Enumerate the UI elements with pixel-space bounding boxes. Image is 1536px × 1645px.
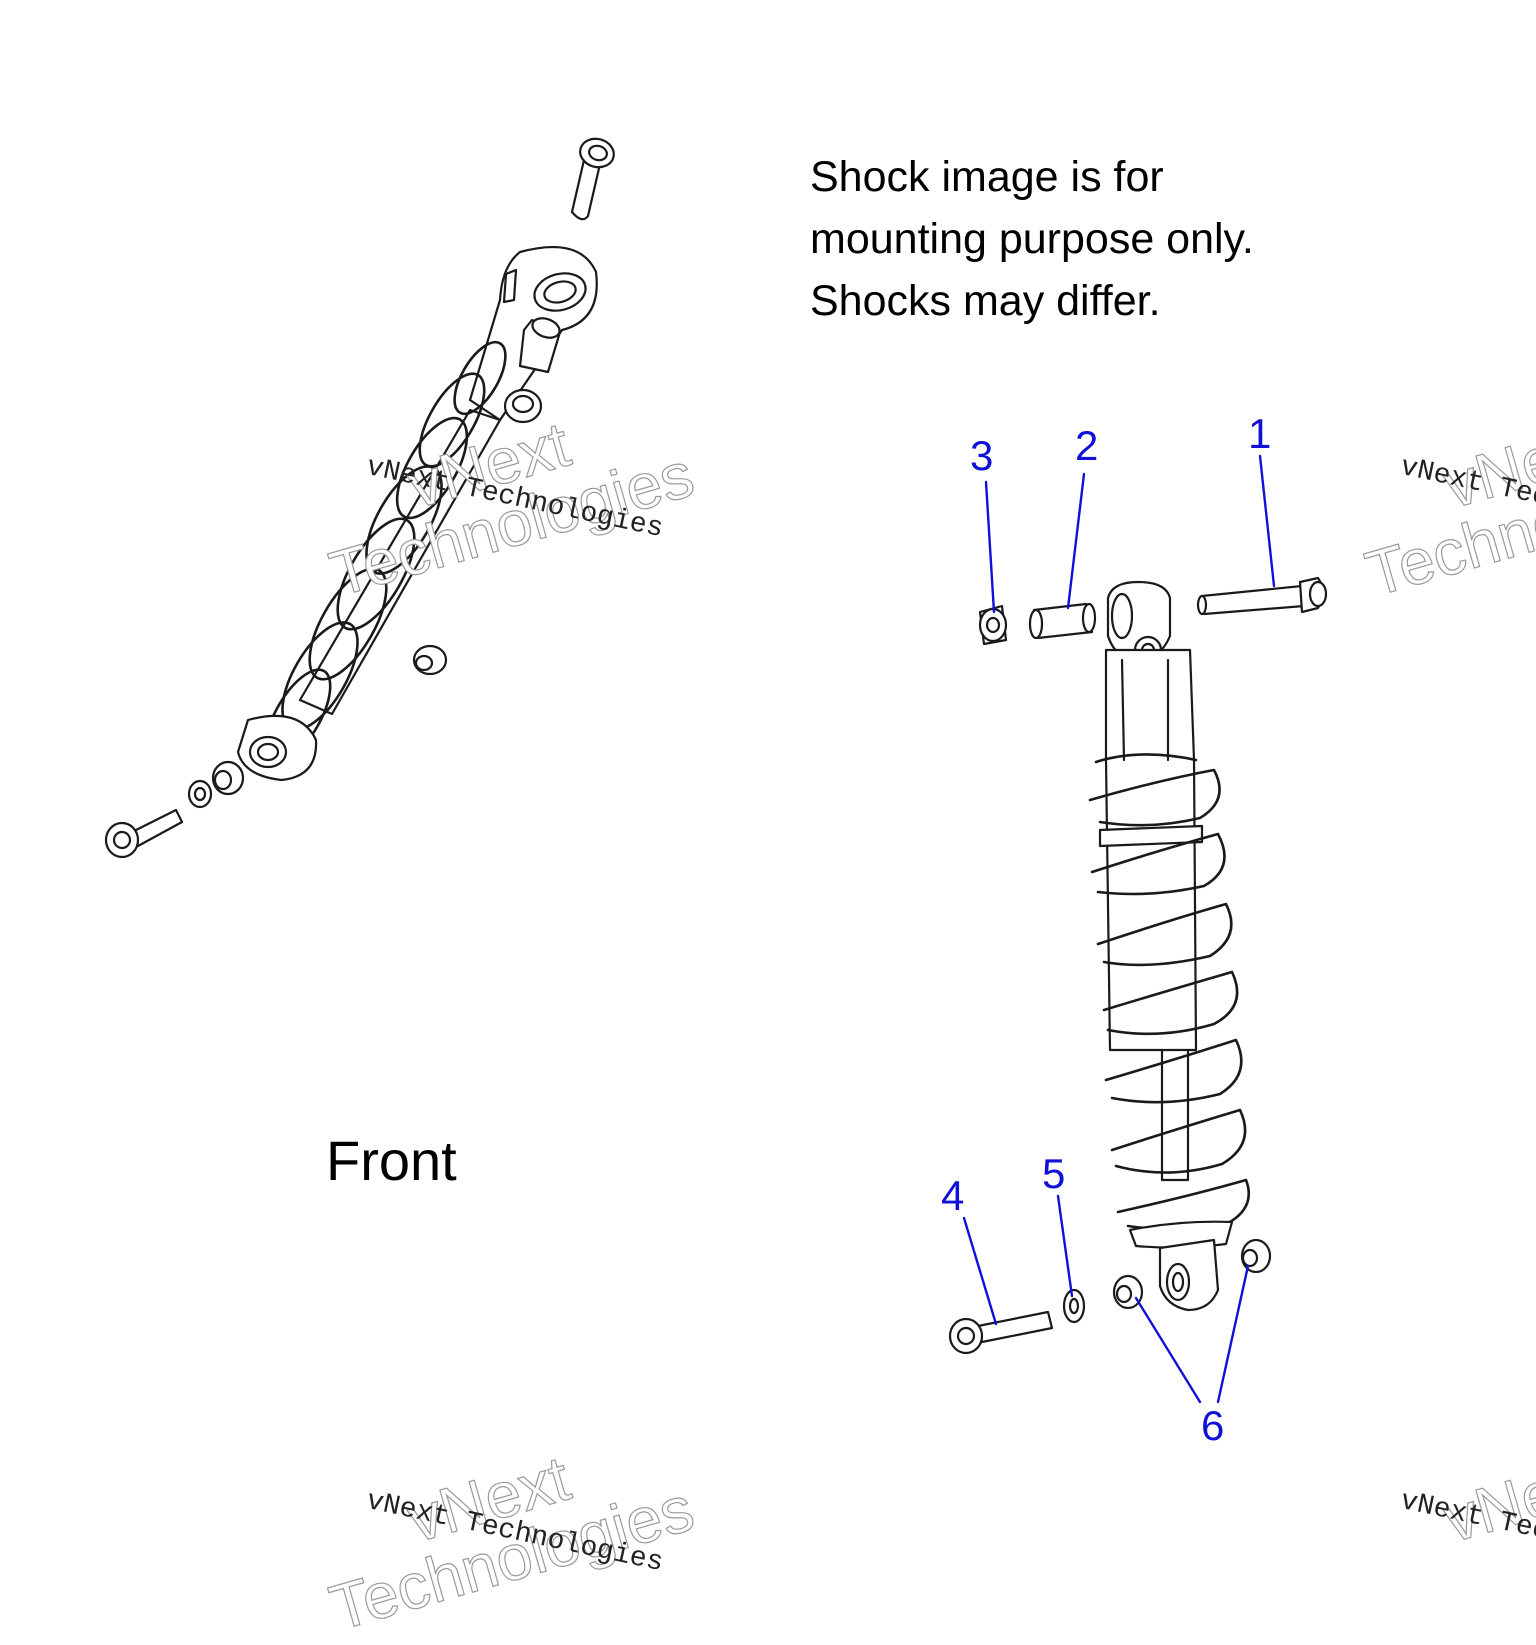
leader-lines (962, 454, 1276, 1404)
leader-2 (1066, 472, 1086, 610)
part-1-bolt (1196, 576, 1328, 616)
left-sleeve (518, 317, 562, 374)
callout-4: 4 (941, 1172, 965, 1219)
right-body-cylinder (1104, 648, 1198, 1052)
part-6-spacer-a (1112, 1274, 1144, 1310)
leader-5 (1056, 1194, 1074, 1298)
note-line-2: mounting purpose only. (810, 215, 1254, 263)
parts-diagram (104, 137, 1328, 1404)
exploded-shock (948, 576, 1328, 1355)
note-line-3: Shocks may differ. (810, 277, 1161, 325)
leader-6a (1134, 1296, 1202, 1404)
leader-4 (962, 1216, 998, 1326)
callout-2: 2 (1075, 422, 1099, 469)
left-washer (187, 779, 213, 809)
view-label-front: Front (326, 1129, 457, 1192)
leader-1 (1258, 454, 1276, 588)
right-lower-eye (1158, 1238, 1220, 1312)
note-line-1: Shock image is for (810, 153, 1164, 201)
leader-3 (984, 480, 996, 614)
callout-1: 1 (1248, 410, 1272, 457)
left-spacer-left (211, 760, 245, 796)
left-top-bolt (570, 137, 615, 221)
left-top-nut (503, 388, 543, 424)
left-spacer-right (412, 644, 448, 676)
part-4-bolt (948, 1310, 1054, 1355)
left-lower-eye (236, 714, 318, 782)
assembled-shock (104, 137, 615, 859)
leader-6b (1216, 1264, 1250, 1404)
callout-3: 3 (970, 432, 994, 479)
callout-6: 6 (1201, 1402, 1225, 1449)
part-2-sleeve (1028, 602, 1097, 640)
left-lower-bolt (104, 808, 184, 859)
part-3-nut (978, 604, 1008, 646)
part-5-washer (1062, 1288, 1086, 1324)
part-6-spacer-b (1240, 1238, 1272, 1274)
mounting-note: Shock image is for mounting purpose only… (810, 146, 1254, 332)
callout-5: 5 (1042, 1150, 1066, 1197)
